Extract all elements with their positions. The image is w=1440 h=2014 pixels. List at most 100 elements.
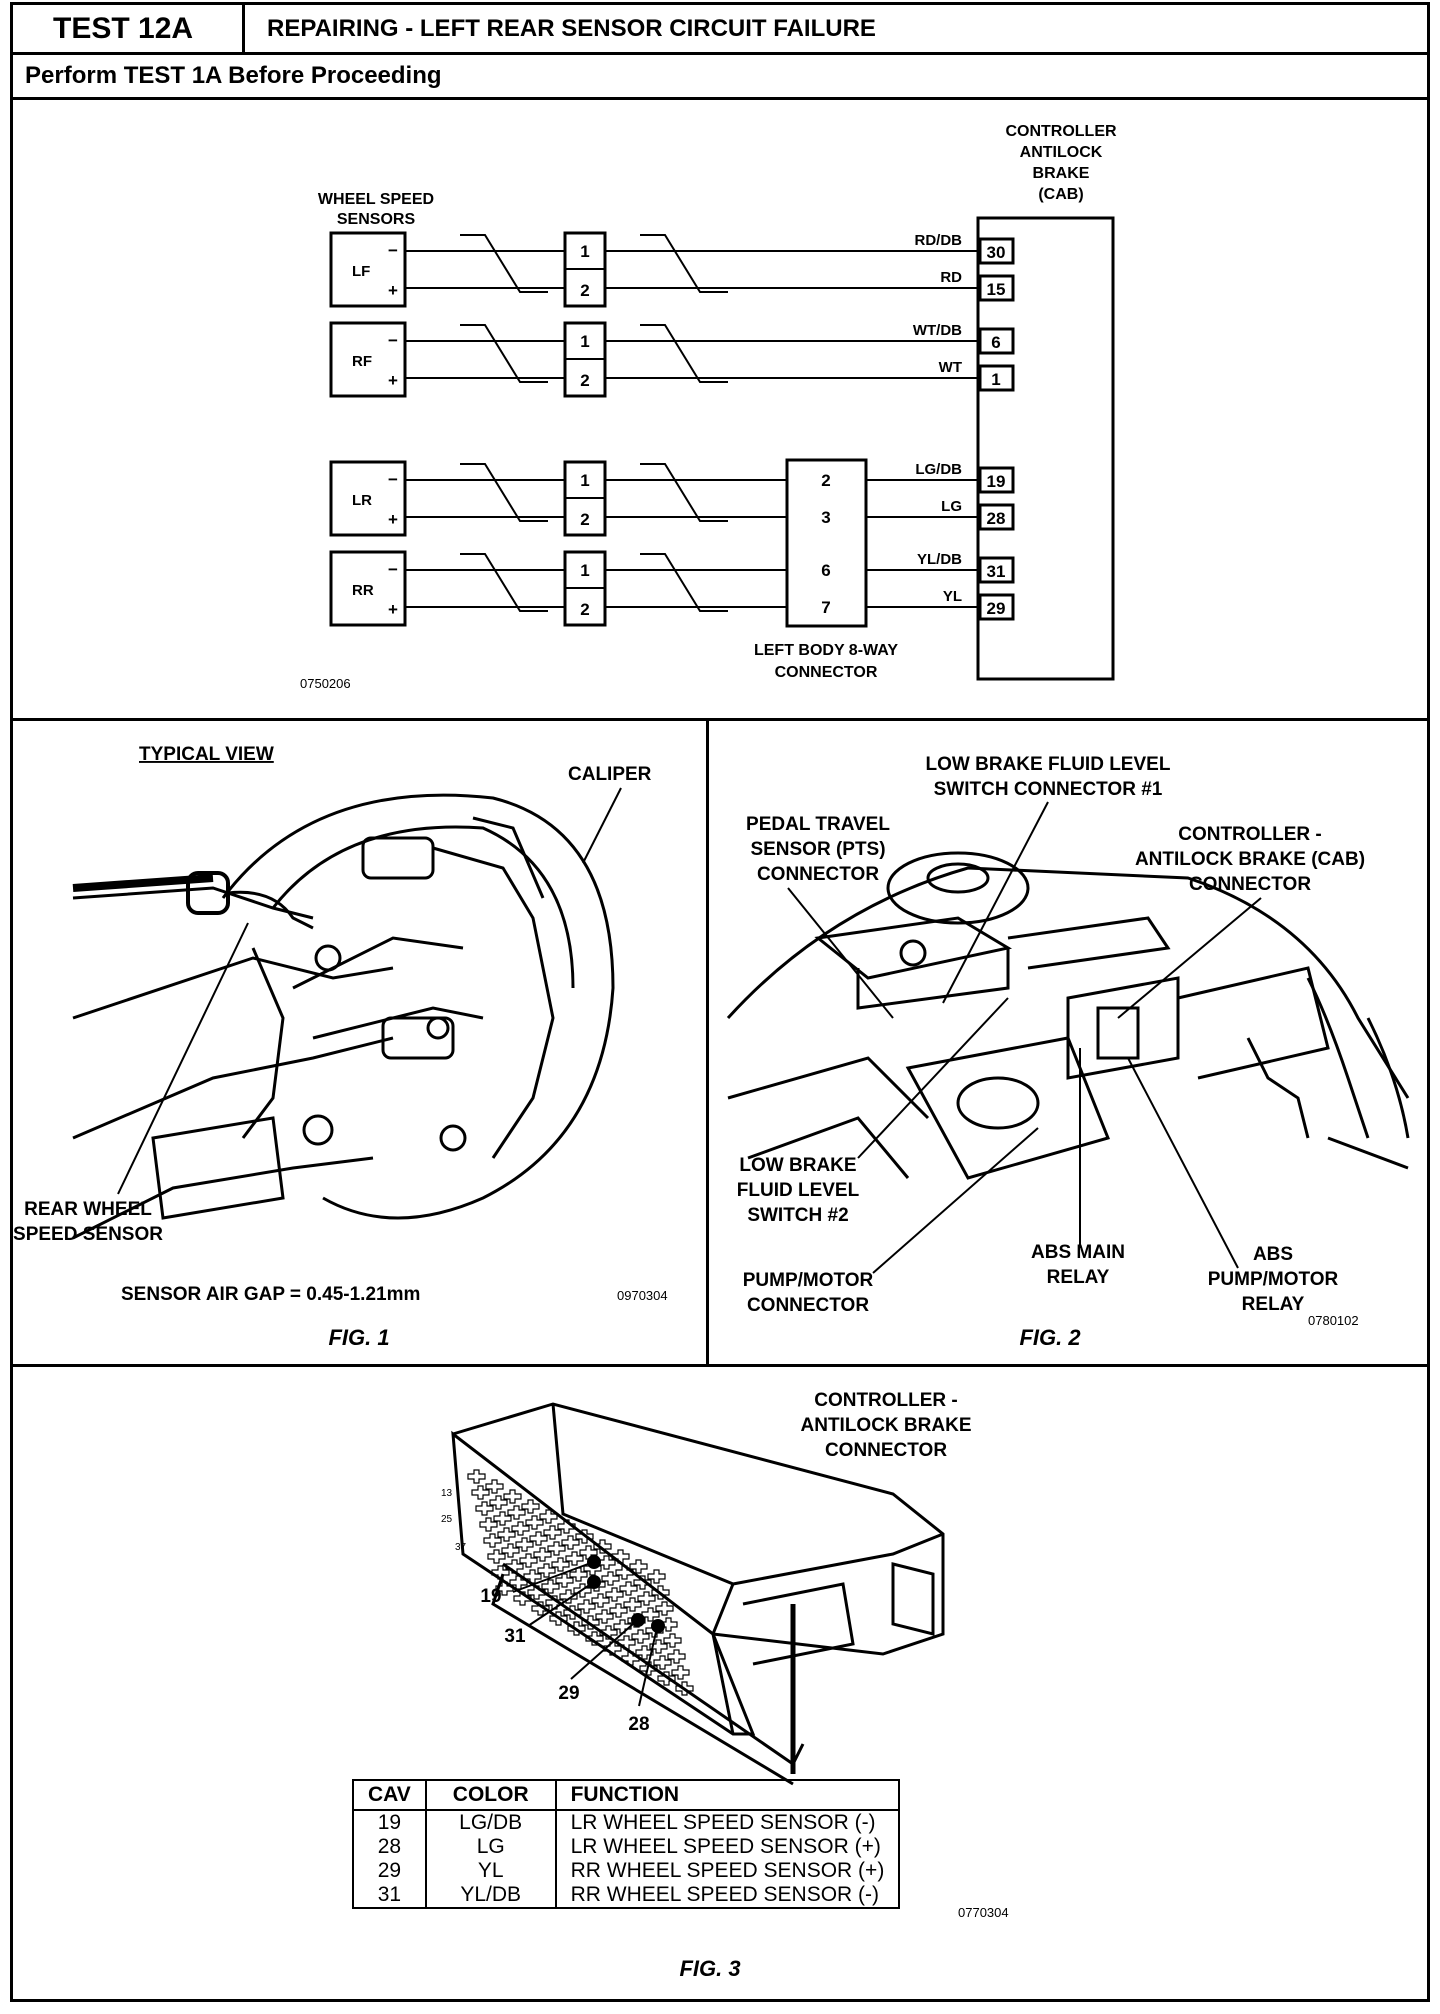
prerequisite-note: Perform TEST 1A Before Proceeding: [13, 55, 1427, 100]
cavity: [519, 1553, 538, 1568]
cavity: [511, 1521, 530, 1536]
table-header-row: CAV COLOR FUNCTION: [353, 1780, 900, 1811]
cav-cell: 28: [353, 1835, 427, 1859]
low-fluid-switch-1-label: SWITCH CONNECTOR #1: [934, 779, 1163, 800]
cavity: [659, 1617, 678, 1632]
wire-color-label: RD: [940, 269, 962, 286]
cavity: [509, 1575, 528, 1590]
cavity: [471, 1485, 490, 1500]
rear-sensor-label: REAR WHEEL: [24, 1199, 152, 1220]
cavity: [513, 1591, 532, 1606]
wire-break: [460, 553, 548, 612]
test-title: REPAIRING - LEFT REAR SENSOR CIRCUIT FAI…: [245, 5, 1427, 55]
callout-31: 31: [504, 1626, 526, 1647]
cavity: [601, 1571, 620, 1586]
cab-pin-box: [978, 364, 1015, 392]
cavity: [539, 1509, 558, 1524]
table-row: 19 LG/DB LR WHEEL SPEED SENSOR (-): [353, 1810, 899, 1835]
col-header-function: FUNCTION: [555, 1780, 900, 1811]
section-divider: [13, 1364, 1427, 1367]
cavity: [505, 1559, 524, 1574]
table-row: 31 YL/DB RR WHEEL SPEED SENSOR (-): [353, 1883, 899, 1908]
cavity: [467, 1469, 486, 1484]
sensor-box: [329, 231, 407, 308]
body-connector-pin: 7: [821, 598, 830, 617]
cavity: [595, 1609, 614, 1624]
sensor-minus: −: [388, 331, 398, 350]
wire-break: [640, 324, 728, 383]
color-cell: YL/DB: [425, 1883, 557, 1908]
cavity: [637, 1591, 656, 1606]
cavity: [657, 1671, 676, 1686]
side-cavity-number: 13: [441, 1488, 453, 1499]
cavity: [585, 1631, 604, 1646]
low-fluid-switch-2-label: LOW BRAKE: [739, 1155, 856, 1176]
cavity: [487, 1549, 506, 1564]
abs-pump-relay-label: RELAY: [1242, 1294, 1305, 1315]
inline-pin: 1: [580, 561, 589, 580]
sensor-name: LR: [352, 492, 372, 509]
inline-pin: 2: [580, 371, 589, 390]
cavity: [525, 1515, 544, 1530]
cavity: [631, 1629, 650, 1644]
table-row: 29 YL RR WHEEL SPEED SENSOR (+): [353, 1859, 899, 1883]
cavity: [611, 1549, 630, 1564]
cab-pin-number: 31: [987, 562, 1006, 581]
wire-color-label: YL: [943, 588, 962, 605]
function-cell: LR WHEEL SPEED SENSOR (+): [570, 1835, 881, 1858]
test-id: TEST 12A: [13, 5, 245, 55]
cavity: [537, 1563, 556, 1578]
cab-pin-number: 6: [991, 333, 1000, 352]
cavity: [493, 1511, 512, 1526]
fig3-ref-number: 0770304: [958, 1905, 1009, 1920]
fig2-caption: FIG. 2: [1019, 1325, 1081, 1350]
wire-break: [460, 463, 548, 522]
sensors-title-line: WHEEL SPEED: [318, 191, 434, 208]
body-connector-label: CONNECTOR: [775, 664, 878, 681]
sensors-title-line: SENSORS: [337, 211, 416, 228]
cab-title-line: CONTROLLER: [1005, 123, 1117, 140]
sensor-name: RF: [352, 353, 372, 370]
cavity: [597, 1555, 616, 1570]
sensor-box: [329, 550, 407, 627]
fig1-caption: FIG. 1: [328, 1325, 389, 1350]
cavity: [617, 1635, 636, 1650]
cab-pin-number: 30: [987, 243, 1006, 262]
body-8way-connector: [785, 458, 868, 628]
sensor-plus: +: [388, 510, 398, 529]
cavity: [635, 1645, 654, 1660]
sensor-box: [329, 321, 407, 398]
cavity: [491, 1565, 510, 1580]
caliper-leader: [582, 787, 622, 864]
section-divider: [13, 718, 1427, 721]
caliper-label: CALIPER: [568, 764, 652, 785]
pump-connector-label: PUMP/MOTOR: [743, 1270, 874, 1291]
callout-19: 19: [480, 1586, 501, 1607]
cavity: [629, 1559, 648, 1574]
wiring-ref-number: 0750206: [300, 676, 351, 691]
cavity: [561, 1535, 580, 1550]
cavity: [489, 1495, 508, 1510]
col-header-color: COLOR: [425, 1780, 557, 1811]
wire-break: [640, 234, 728, 293]
cavity: [501, 1543, 520, 1558]
body-connector-label: LEFT BODY 8-WAY: [754, 642, 898, 659]
cab-pin-box: [978, 466, 1015, 494]
cav-cell: 29: [353, 1859, 427, 1883]
cavity: [619, 1581, 638, 1596]
cab-pin-number: 1: [991, 370, 1000, 389]
sensor-plus: +: [388, 600, 398, 619]
cavity: [475, 1501, 494, 1516]
function-cell: RR WHEEL SPEED SENSOR (+): [570, 1859, 885, 1882]
body-connector-pin: 3: [821, 508, 830, 527]
cavity: [573, 1583, 592, 1598]
fig3-caption: FIG. 3: [679, 1956, 740, 1981]
cavity: [593, 1539, 612, 1554]
cab-connector-label: CONTROLLER -: [1178, 824, 1322, 845]
cavity: [567, 1621, 586, 1636]
inline-pin: 1: [580, 242, 589, 261]
cavity: [483, 1533, 502, 1548]
cab-pin-number: 29: [987, 599, 1006, 618]
